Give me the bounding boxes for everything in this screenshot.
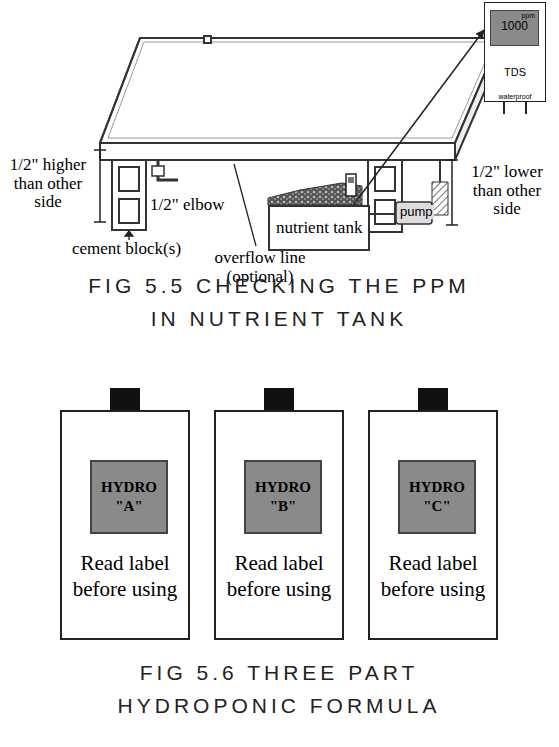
nutrient-tank: nutrient tank	[268, 205, 370, 251]
node-text: HYDRO "C"	[403, 478, 471, 517]
node-text: HYDRO "B"	[249, 478, 317, 517]
bottle-label: HYDRO "A"	[90, 460, 168, 534]
bottle: Read label before using HYDRO "A"	[60, 410, 190, 640]
bottle-label: HYDRO "C"	[398, 460, 476, 534]
bottle-caps	[110, 388, 448, 410]
bottle: Read label before using HYDRO "C"	[368, 410, 498, 640]
part-label: 1/2" elbow	[150, 196, 230, 215]
tds-meter-prongs	[504, 102, 526, 114]
dimension-label: 1/2" lower than other side	[458, 163, 556, 219]
bottle: Read label before using HYDRO "B"	[214, 410, 344, 640]
node-text: Read label before using	[370, 550, 496, 603]
node-text: TDS	[504, 65, 526, 79]
tds-meter: TDS waterproof ppm1000	[484, 2, 546, 102]
grow-table	[100, 36, 500, 160]
small-tds-meter	[346, 174, 356, 196]
node-text: Read label before using	[216, 550, 342, 603]
connector-arrow	[353, 30, 484, 205]
meter-display: ppm1000	[490, 10, 539, 46]
part-label: pump	[399, 205, 434, 219]
node-text: waterproof	[498, 93, 531, 100]
bottle-label: HYDRO "B"	[244, 460, 322, 534]
node-text: 1000	[494, 19, 535, 33]
elbow-pipe	[152, 160, 178, 180]
node-text: ppm	[494, 12, 535, 19]
dimension-label: 1/2" higher than other side	[2, 156, 94, 212]
pump-hose	[362, 160, 448, 224]
leader-lines	[125, 164, 256, 246]
node-text: Read label before using	[62, 550, 188, 603]
node-text: HYDRO "A"	[95, 478, 163, 517]
figure-caption: FIG 5.6 THREE PART HYDROPONIC FORMULA	[89, 657, 469, 722]
part-label: cement block(s)	[72, 240, 222, 259]
node-text: nutrient tank	[276, 219, 362, 237]
figure-caption: FIG 5.5 CHECKING THE PPM IN NUTRIENT TAN…	[69, 270, 489, 335]
